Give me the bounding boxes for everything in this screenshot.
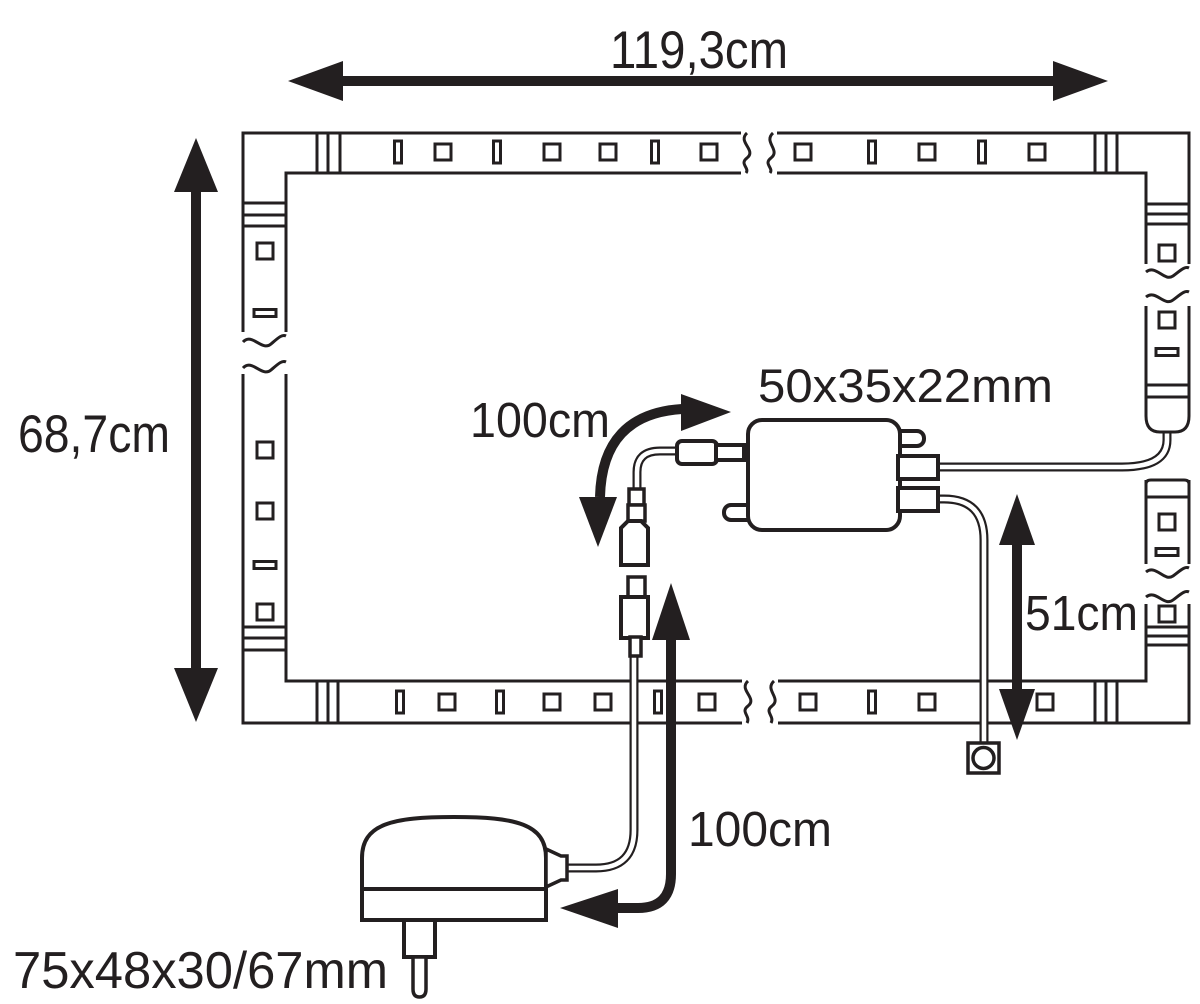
male-plug-body [619, 519, 650, 567]
arrow-head-down [579, 497, 617, 547]
cable-controller-to-strip [940, 433, 1172, 472]
power-supply [360, 814, 569, 999]
cable-power-supply [566, 656, 639, 873]
led-strip-frame [240, 130, 1195, 726]
power-supply-nozzle [544, 846, 569, 890]
arrow-head-up [999, 494, 1035, 545]
label-controller-cable-length: 100cm [470, 394, 610, 448]
power-supply-pin-stub [402, 918, 437, 959]
label-power-supply-size: 75x48x30/67mm [13, 942, 388, 1000]
female-plug-body [619, 595, 650, 640]
led-chips-top [393, 139, 1047, 165]
controller [675, 418, 940, 532]
curved-arrow-top-cable [579, 394, 731, 547]
dimension-arrow-height [174, 138, 218, 722]
led-chips-left [252, 241, 278, 622]
sensor [966, 741, 1001, 775]
power-supply-base [360, 887, 548, 922]
label-right-strip-length: 51cm [1025, 587, 1138, 641]
arrow-head-down [174, 668, 218, 722]
led-chips-bottom [395, 689, 1055, 715]
strip-end-cap-upper [1144, 412, 1191, 434]
dimension-arrow-width [288, 61, 1108, 101]
dimension-labels: 119,3cm 68,7cm 100cm 50x35x22mm 51cm 100… [13, 21, 1138, 1000]
arrow-head-left [560, 889, 618, 928]
controller-output-2 [896, 486, 940, 513]
right-strip-end-caps [1144, 412, 1191, 499]
plug-connectors [619, 487, 650, 658]
male-plug-nose [626, 503, 647, 523]
label-power-cable-length: 100cm [688, 803, 832, 857]
arrow-head-down [999, 689, 1035, 740]
strip-end-cap-lower [1144, 478, 1191, 485]
controller-input-plug-tip [714, 443, 746, 462]
cable-controller-to-sensor [940, 494, 989, 742]
strip-break-marks [240, 130, 1193, 726]
led-chips-right [1154, 243, 1180, 624]
arrow-head-right [1053, 61, 1108, 101]
arrow-head-up [652, 583, 690, 640]
curved-arrow-bottom-cable [560, 583, 690, 928]
label-strip-height: 68,7cm [18, 405, 170, 464]
power-supply-pin [411, 955, 428, 999]
cables [566, 433, 1172, 873]
dimension-arrow-51cm [999, 494, 1035, 740]
power-supply-dome [360, 814, 548, 891]
controller-box [746, 418, 902, 532]
controller-input-plug [675, 439, 719, 466]
sensor-lens [971, 745, 996, 771]
female-plug-nose [626, 575, 647, 600]
arrow-head-right [681, 394, 731, 431]
segment-separators [243, 133, 1189, 723]
connector-stub [627, 487, 646, 507]
label-strip-width: 119,3cm [610, 21, 788, 80]
arrow-head-left [288, 61, 343, 101]
arrow-head-up [174, 138, 218, 192]
female-plug-stub [628, 635, 643, 658]
controller-output-1 [896, 454, 940, 481]
label-controller-size: 50x35x22mm [758, 359, 1053, 412]
